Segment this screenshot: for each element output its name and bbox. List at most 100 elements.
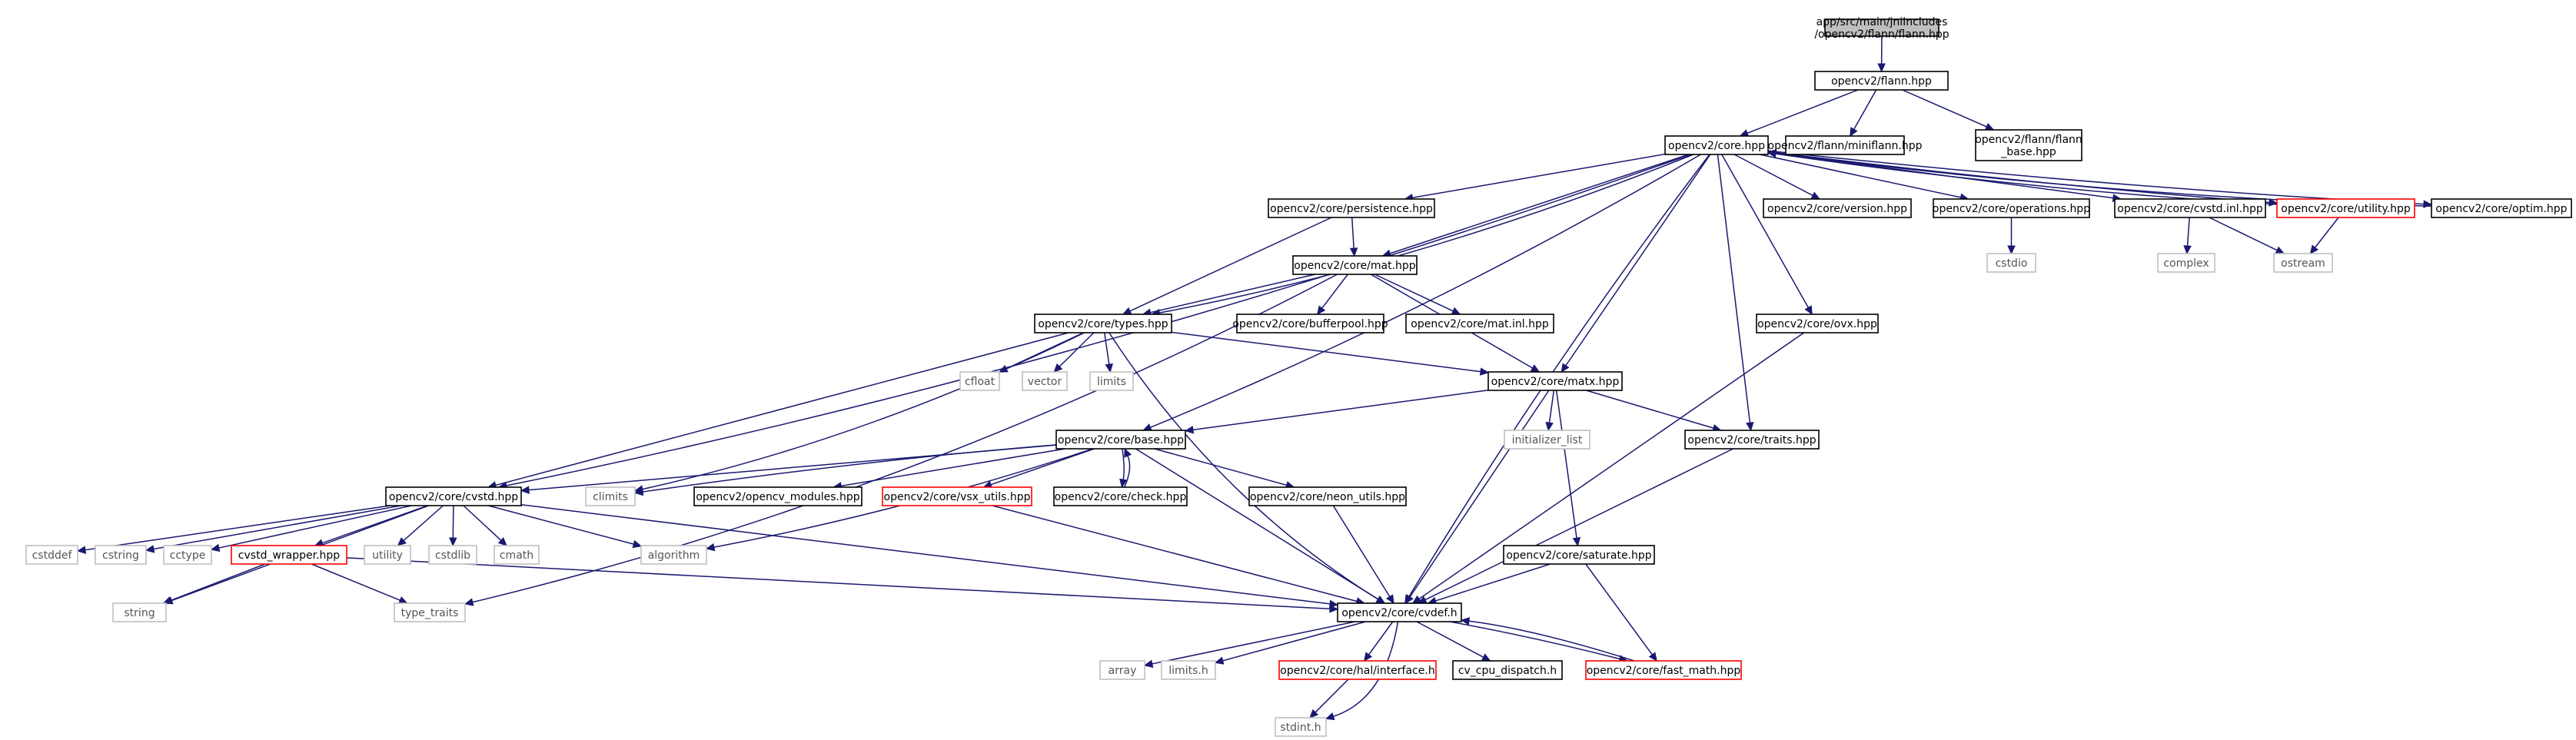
edge-base-to-cvstd xyxy=(520,444,1057,494)
arrowhead-icon xyxy=(1184,426,1195,434)
node-box xyxy=(1055,430,1186,450)
node-layer: app/src/main/jniIncludes/opencv2/flann/f… xyxy=(25,16,2572,737)
edge-line xyxy=(1005,332,1084,370)
node-mat_inl[interactable]: opencv2/core/mat.inl.hpp xyxy=(1405,314,1554,333)
edge-base-to-vsx_utils xyxy=(982,448,1095,489)
node-bufferpool[interactable]: opencv2/core/bufferpool.hpp xyxy=(1232,314,1388,333)
edge-cvstd-to-std_utility xyxy=(397,505,444,546)
edge-line xyxy=(1468,620,1635,662)
arrowhead-icon xyxy=(1214,656,1225,665)
node-version[interactable]: opencv2/core/version.hpp xyxy=(1763,198,1912,218)
node-box xyxy=(385,486,522,506)
node-label: opencv2/core/vsx_utils.hpp xyxy=(884,491,1031,503)
node-label: cctype xyxy=(170,549,206,562)
edge-base-to-check xyxy=(1119,448,1128,489)
node-vsx_utils[interactable]: opencv2/core/vsx_utils.hpp xyxy=(882,486,1032,506)
arrowhead-icon xyxy=(1309,708,1319,718)
node-box xyxy=(1405,314,1554,333)
node-utility[interactable]: opencv2/core/utility.hpp xyxy=(2276,198,2415,218)
edge-line xyxy=(1333,621,1399,718)
node-opencv_modules[interactable]: opencv2/opencv_modules.hpp xyxy=(693,486,863,506)
edge-line xyxy=(1548,390,1555,423)
node-box xyxy=(394,602,466,622)
node-neon_utils[interactable]: opencv2/core/neon_utils.hpp xyxy=(1248,486,1407,506)
arrowhead-icon xyxy=(633,487,644,496)
node-box xyxy=(882,486,1032,506)
edge-line xyxy=(488,505,634,545)
edge-line xyxy=(1853,89,1877,130)
edge-line xyxy=(1129,217,1332,312)
node-check[interactable]: opencv2/core/check.hpp xyxy=(1053,486,1188,506)
edge-types-to-climits xyxy=(633,332,1085,493)
node-flann_base[interactable]: opencv2/flann/flann_base.hpp xyxy=(1975,129,2082,161)
node-hal_interface[interactable]: opencv2/core/hal/interface.h xyxy=(1278,660,1437,680)
node-box xyxy=(231,545,347,565)
node-box xyxy=(1275,717,1327,737)
node-matx[interactable]: opencv2/core/matx.hpp xyxy=(1487,371,1623,391)
node-box xyxy=(494,545,540,565)
node-label: initializer_list xyxy=(1512,434,1583,446)
node-base[interactable]: opencv2/core/base.hpp xyxy=(1055,430,1186,450)
arrowhead-icon xyxy=(145,545,155,553)
arrowhead-icon xyxy=(1561,363,1570,373)
node-optim[interactable]: opencv2/core/optim.hpp xyxy=(2431,198,2572,218)
arrowhead-icon xyxy=(632,539,643,549)
node-label: ostream xyxy=(2281,257,2325,270)
node-box xyxy=(1248,486,1407,506)
edge-base-to-cvdef xyxy=(1135,448,1386,604)
arrowhead-icon xyxy=(1746,421,1754,432)
node-persistence[interactable]: opencv2/core/persistence.hpp xyxy=(1268,198,1435,218)
edge-line xyxy=(452,505,454,539)
node-label: app/src/main/jniIncludes xyxy=(1816,16,1948,28)
node-cvstd_inl[interactable]: opencv2/core/cvstd.inl.hpp xyxy=(2114,198,2266,218)
node-saturate[interactable]: opencv2/core/saturate.hpp xyxy=(1503,545,1655,565)
node-stdint: stdint.h xyxy=(1275,717,1327,737)
node-label: cstring xyxy=(102,549,139,562)
node-fast_math[interactable]: opencv2/core/fast_math.hpp xyxy=(1585,660,1742,680)
arrowhead-icon xyxy=(2275,246,2285,254)
node-box xyxy=(1824,18,1939,37)
node-label: opencv2/core/traits.hpp xyxy=(1687,434,1816,446)
node-root[interactable]: app/src/main/jniIncludes/opencv2/flann/f… xyxy=(1814,16,1949,41)
node-miniflann[interactable]: opencv2/flann/miniflann.hpp xyxy=(1768,135,1923,155)
node-cvstd_wrapper[interactable]: cvstd_wrapper.hpp xyxy=(231,545,347,565)
edge-core-to-matx xyxy=(1561,154,1711,373)
edge-line xyxy=(1368,621,1394,655)
edge-line xyxy=(1449,621,1620,660)
arrowhead-icon xyxy=(1328,599,1339,609)
node-label: opencv2/core/neon_utils.hpp xyxy=(1250,491,1405,503)
node-label: cstdlib xyxy=(435,549,470,562)
arrowhead-icon xyxy=(1375,595,1386,604)
arrowhead-icon xyxy=(1411,595,1422,604)
node-label: opencv2/core/utility.hpp xyxy=(2281,203,2411,215)
arrowhead-icon xyxy=(497,536,507,546)
node-operations[interactable]: opencv2/core/operations.hpp xyxy=(1933,198,2090,218)
node-flann[interactable]: opencv2/flann.hpp xyxy=(1814,71,1949,91)
arrowhead-icon xyxy=(1053,363,1063,373)
node-core[interactable]: opencv2/core.hpp xyxy=(1664,135,1769,155)
node-label: cmath xyxy=(500,549,533,562)
node-box xyxy=(1292,255,1418,275)
node-label: opencv2/flann/flann xyxy=(1975,134,2082,146)
edge-cvstd_inl-to-complex xyxy=(2183,217,2192,255)
node-limits: limits xyxy=(1089,371,1134,391)
node-label: cvstd_wrapper.hpp xyxy=(238,549,341,562)
node-types[interactable]: opencv2/core/types.hpp xyxy=(1034,314,1172,333)
node-cfloat: cfloat xyxy=(959,371,1000,391)
edge-flann-to-core xyxy=(1739,89,1859,138)
node-vector: vector xyxy=(1022,371,1068,391)
node-traits[interactable]: opencv2/core/traits.hpp xyxy=(1684,430,1820,450)
edge-line xyxy=(520,504,1331,605)
node-box xyxy=(1089,371,1134,391)
node-box xyxy=(2157,253,2215,273)
node-ovx[interactable]: opencv2/core/ovx.hpp xyxy=(1756,314,1879,333)
node-cvstd[interactable]: opencv2/core/cvstd.hpp xyxy=(385,486,522,506)
arrowhead-icon xyxy=(1364,652,1373,662)
node-mat[interactable]: opencv2/core/mat.hpp xyxy=(1292,255,1418,275)
node-cvdef[interactable]: opencv2/core/cvdef.h xyxy=(1337,602,1462,622)
edge-hal_interface-to-stdint xyxy=(1309,679,1349,718)
arrowhead-icon xyxy=(1545,421,1554,432)
node-cv_cpu_dispatch[interactable]: cv_cpu_dispatch.h xyxy=(1452,660,1563,680)
node-box xyxy=(25,545,78,565)
edge-utility-to-ostream xyxy=(2309,217,2339,254)
